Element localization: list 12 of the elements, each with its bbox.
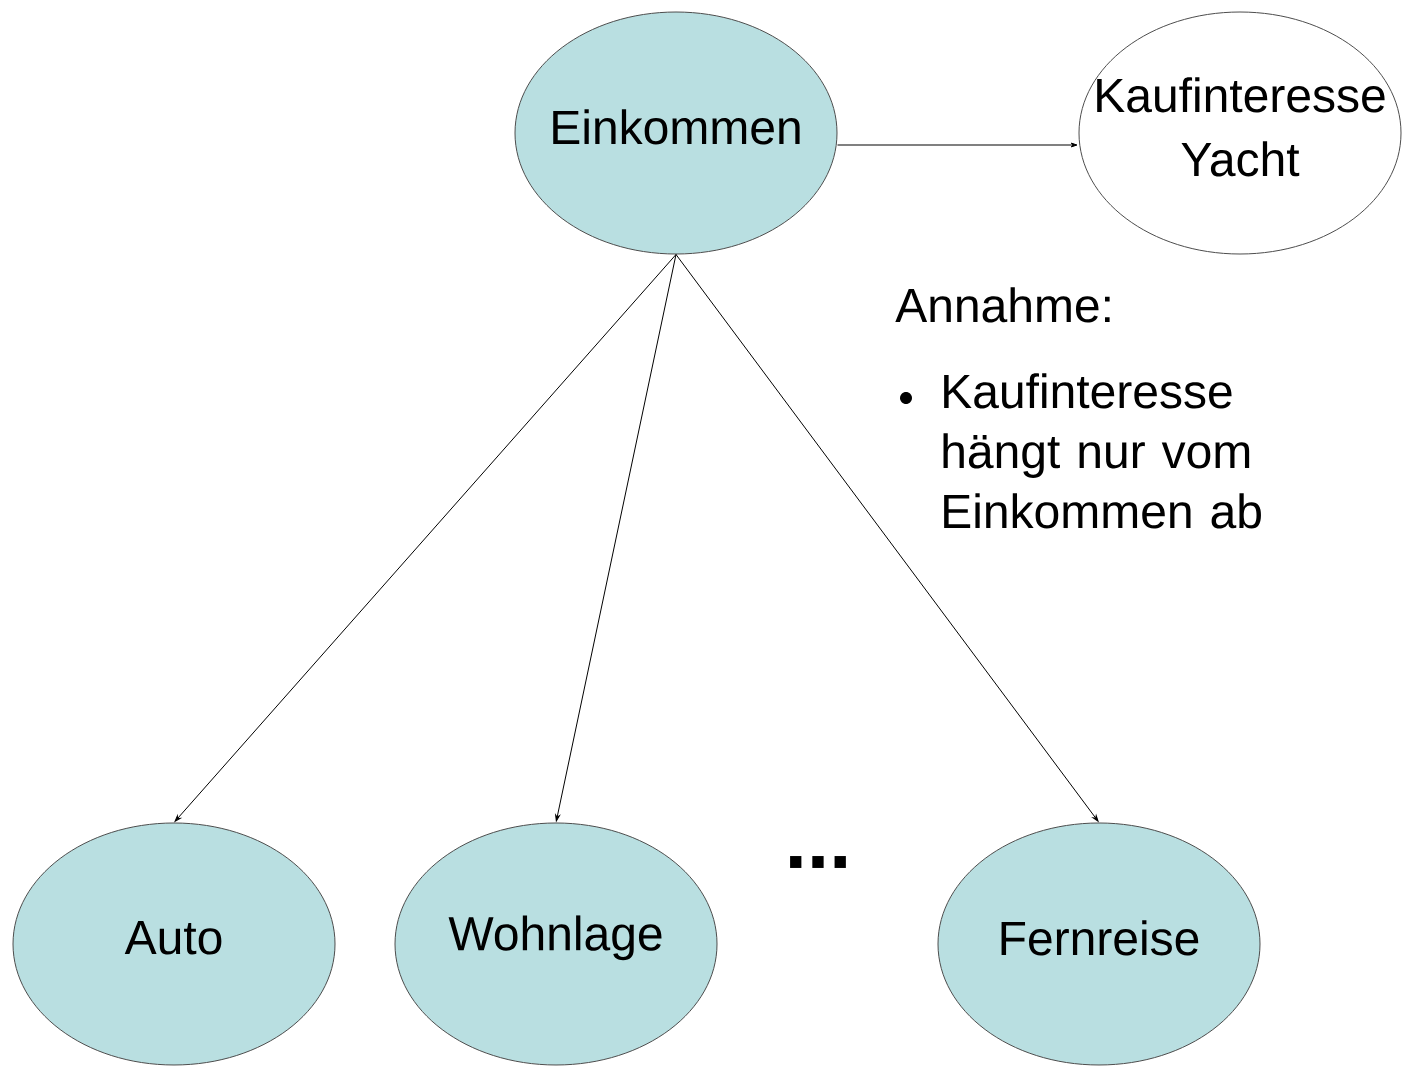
arrow xyxy=(675,254,1099,822)
bullet-text: Kaufinteresse hängt nur vom Einkommen ab xyxy=(943,373,1261,529)
ellipse-node: Fernreise xyxy=(937,822,1261,1066)
ellipse-node: Wohnlage xyxy=(394,822,718,1066)
arrow xyxy=(174,254,677,822)
arrow xyxy=(837,142,1078,148)
ellipse-node: Einkommen xyxy=(514,11,838,255)
ellipse-node: Kaufinteresse Yacht xyxy=(1078,11,1402,255)
ellipse-node: Auto xyxy=(12,822,336,1066)
heading: Annahme: xyxy=(895,287,1110,323)
ellipsis: ... xyxy=(790,856,846,868)
arrow xyxy=(555,254,677,822)
